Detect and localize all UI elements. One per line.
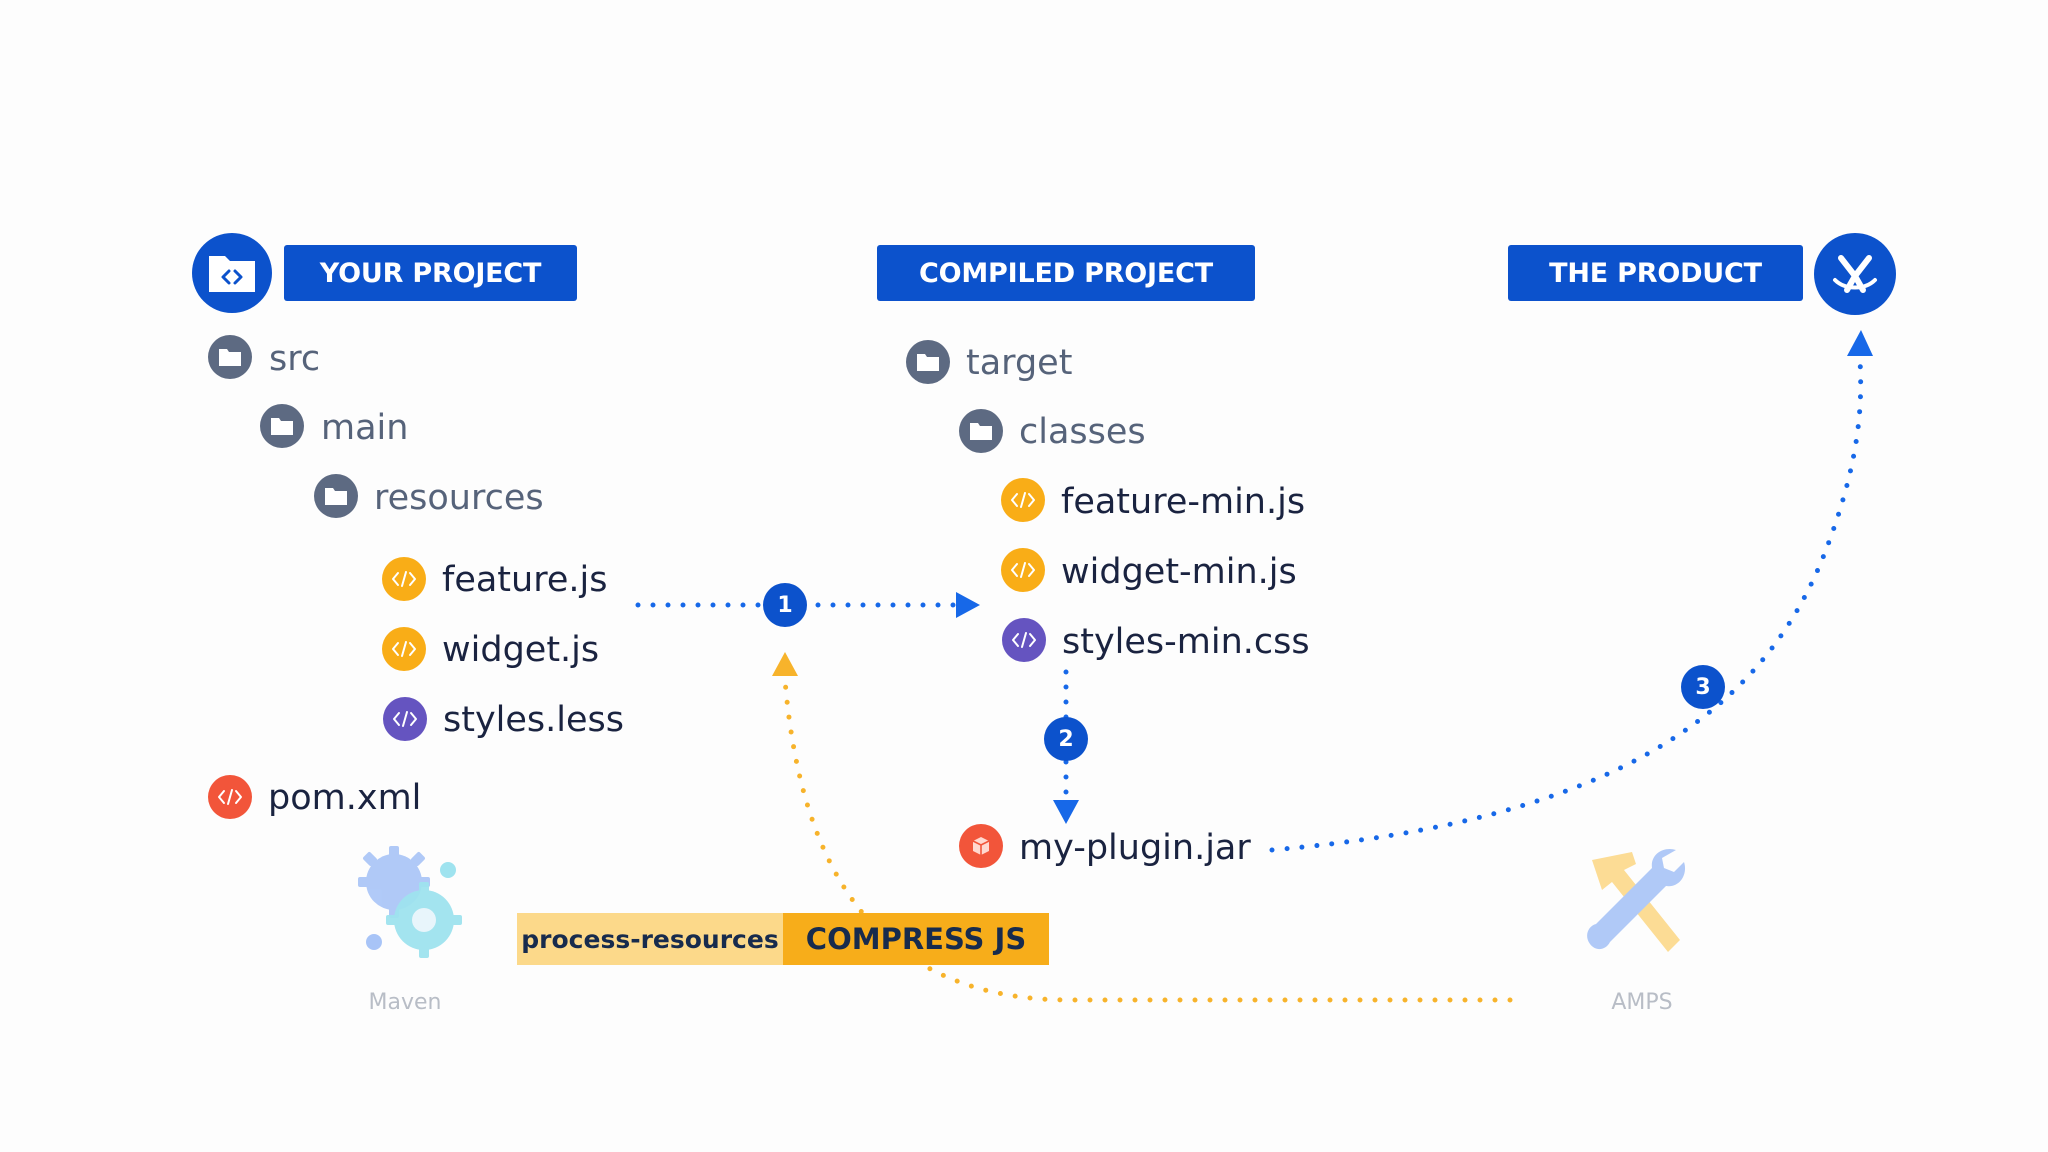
amps-caption: AMPS	[1611, 990, 1673, 1015]
folder-resources: resources	[374, 478, 544, 518]
the-product-header: THE PRODUCT	[1508, 245, 1803, 301]
arrow-step-3	[1269, 357, 1864, 853]
folder-icon	[260, 404, 304, 448]
folder-icon	[959, 409, 1003, 453]
file-styles-less: styles.less	[443, 700, 625, 740]
folder-classes: classes	[1019, 412, 1146, 452]
code-icon	[208, 775, 252, 819]
arrowhead-step-1	[956, 592, 980, 618]
code-icon	[382, 557, 426, 601]
code-icon	[1002, 618, 1046, 662]
file-widget-js: widget.js	[442, 630, 600, 670]
step-2-badge: 2	[1044, 717, 1088, 761]
folder-src: src	[269, 339, 321, 379]
code-icon	[383, 697, 427, 741]
file-feature-min-js: feature-min.js	[1061, 482, 1306, 522]
step-3-badge: 3	[1681, 665, 1725, 709]
arrowhead-compress	[772, 652, 798, 676]
folder-target: target	[966, 343, 1073, 383]
compress-js-label: COMPRESS JS	[783, 913, 1049, 965]
code-icon	[1001, 548, 1045, 592]
file-my-plugin-jar: my-plugin.jar	[1019, 828, 1251, 868]
folder-main: main	[321, 408, 409, 448]
process-resources-label: process-resources	[517, 913, 783, 965]
code-icon	[382, 627, 426, 671]
folder-code-icon	[192, 233, 272, 313]
code-icon	[1001, 478, 1045, 522]
your-project-header: YOUR PROJECT	[284, 245, 577, 301]
product-logo-icon	[1814, 233, 1896, 315]
package-icon	[959, 824, 1003, 868]
folder-icon	[208, 335, 252, 379]
file-pom-xml: pom.xml	[268, 778, 422, 818]
file-feature-js: feature.js	[442, 560, 608, 600]
folder-icon	[906, 340, 950, 384]
file-styles-min-css: styles-min.css	[1062, 622, 1310, 662]
arrowhead-step-3	[1847, 330, 1873, 356]
folder-icon	[314, 474, 358, 518]
arrowhead-step-2	[1053, 800, 1079, 824]
tools-icon	[1587, 848, 1686, 952]
file-widget-min-js: widget-min.js	[1061, 552, 1297, 592]
step-1-badge: 1	[763, 583, 807, 627]
maven-caption: Maven	[368, 990, 442, 1015]
gears-icon	[358, 846, 462, 958]
compiled-project-header: COMPILED PROJECT	[877, 245, 1255, 301]
